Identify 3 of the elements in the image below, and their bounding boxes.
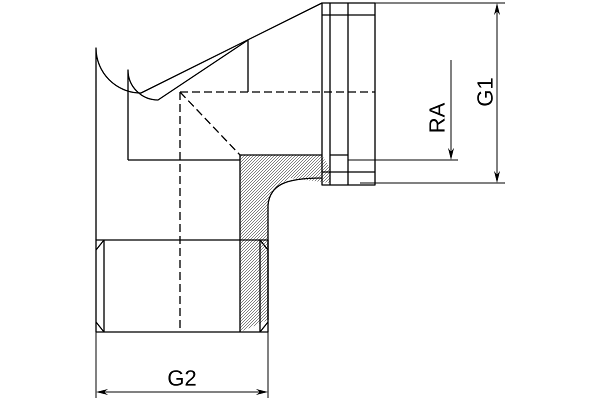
dimension-label: G2 (168, 370, 196, 386)
dimension-label: G1 (477, 78, 493, 106)
dimension-label: RA (429, 102, 445, 132)
